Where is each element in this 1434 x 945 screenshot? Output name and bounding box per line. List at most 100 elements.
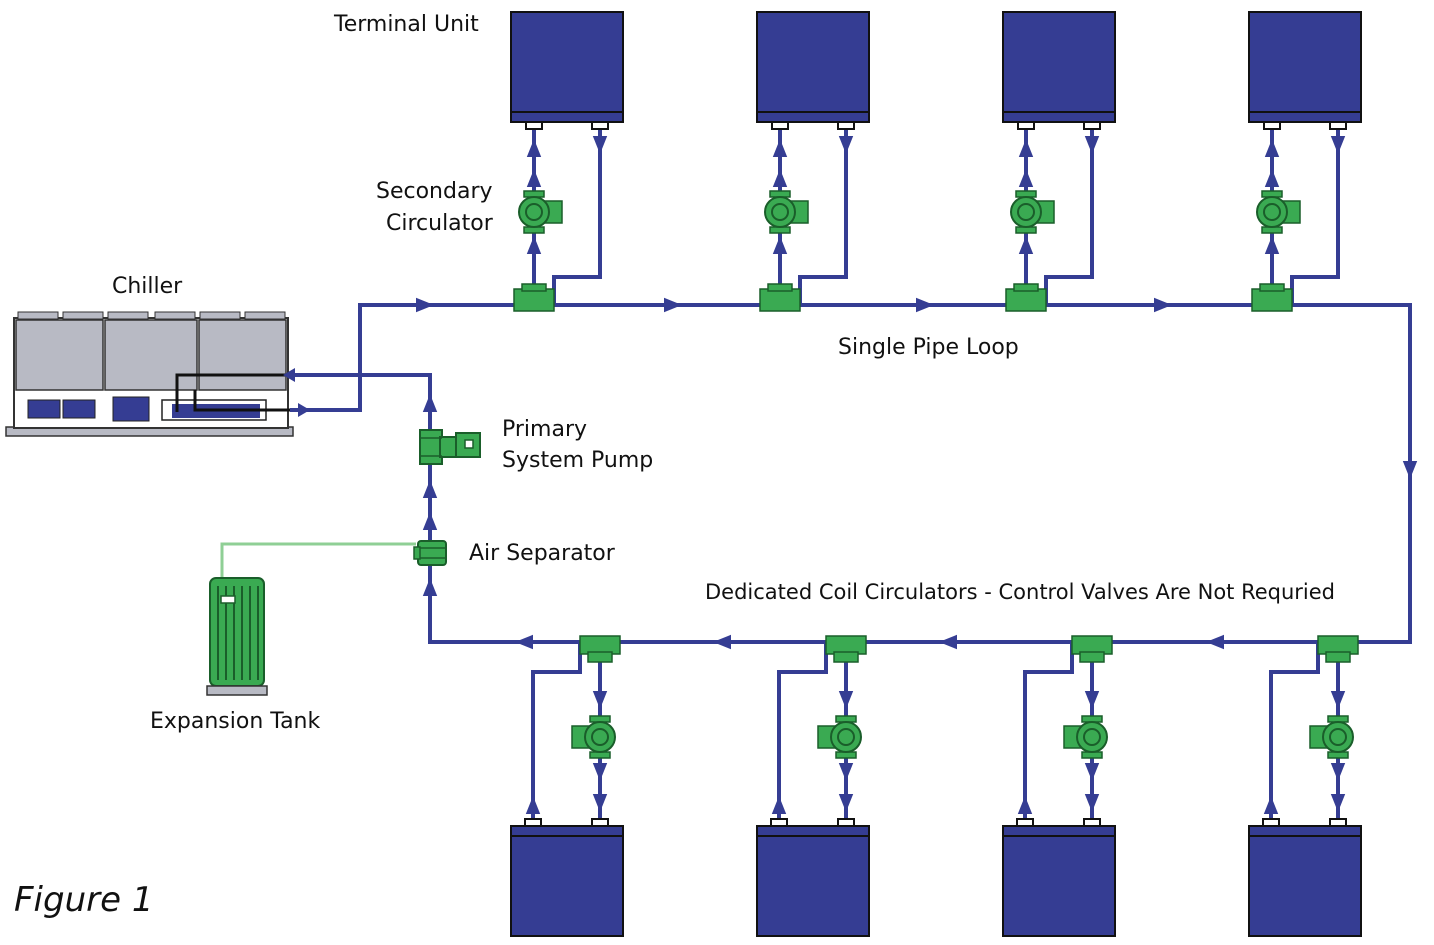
flow-arrow bbox=[939, 634, 957, 650]
flow-arrow bbox=[1264, 169, 1280, 187]
flow-arrow bbox=[1402, 461, 1418, 479]
flow-arrow bbox=[1264, 236, 1280, 254]
coil-port bbox=[1083, 818, 1101, 827]
tee-branch bbox=[833, 651, 859, 663]
flow-arrow bbox=[838, 691, 854, 709]
flow-arrow bbox=[526, 169, 542, 187]
figure-caption: Figure 1 bbox=[14, 880, 154, 920]
flow-arrow bbox=[1084, 763, 1100, 781]
circulator-impeller bbox=[525, 203, 543, 221]
tee-body bbox=[1005, 288, 1047, 312]
tee-fitting bbox=[759, 283, 801, 312]
flow-arrow bbox=[526, 139, 542, 157]
coil-port bbox=[1016, 818, 1034, 827]
tee-branch bbox=[1013, 283, 1039, 292]
terminal-unit bbox=[756, 11, 870, 123]
flow-arrow bbox=[592, 691, 608, 709]
flow-arrow bbox=[1330, 136, 1346, 154]
terminal-unit bbox=[1248, 825, 1362, 937]
flow-arrow bbox=[1018, 169, 1034, 187]
flow-arrow bbox=[422, 394, 438, 412]
flow-arrow bbox=[772, 139, 788, 157]
upper-branches bbox=[510, 11, 1362, 312]
tee-branch bbox=[587, 651, 613, 663]
coil-port bbox=[837, 121, 855, 130]
circulator-pump bbox=[1309, 715, 1354, 759]
coil-port bbox=[1017, 121, 1035, 130]
flow-arrow bbox=[1330, 691, 1346, 709]
coil-port bbox=[591, 818, 609, 827]
coil-port bbox=[771, 121, 789, 130]
tee-branch bbox=[767, 283, 793, 292]
flow-arrow bbox=[838, 794, 854, 812]
flow-arrow bbox=[1330, 763, 1346, 781]
coil-port bbox=[1262, 818, 1280, 827]
circulator-pump bbox=[817, 715, 862, 759]
flow-arrow bbox=[1017, 796, 1033, 814]
terminal-unit bbox=[756, 825, 870, 937]
terminal-unit bbox=[510, 825, 624, 937]
flow-arrow bbox=[772, 236, 788, 254]
tee-branch bbox=[1259, 283, 1285, 292]
flow-arrow bbox=[1330, 794, 1346, 812]
coil-port bbox=[1329, 818, 1347, 827]
flow-arrow bbox=[1018, 236, 1034, 254]
tee-branch bbox=[1325, 651, 1351, 663]
expansion-tank bbox=[206, 542, 416, 696]
return-pipe bbox=[1269, 642, 1320, 822]
flow-arrow bbox=[592, 763, 608, 781]
coil-port bbox=[524, 818, 542, 827]
flow-arrow bbox=[422, 480, 438, 498]
flow-arrow bbox=[838, 763, 854, 781]
tee-body bbox=[513, 288, 555, 312]
circulator-pump bbox=[1063, 715, 1108, 759]
coil-port bbox=[770, 818, 788, 827]
return-pipe bbox=[777, 642, 828, 822]
flow-arrow bbox=[1084, 794, 1100, 812]
air-separator-label: Air Separator bbox=[469, 541, 615, 566]
upper-terminal-branch bbox=[510, 11, 624, 312]
secondary-circulator-label-1: Secondary bbox=[376, 179, 493, 204]
single-pipe-loop-label: Single Pipe Loop bbox=[838, 335, 1019, 360]
circulator-pump bbox=[764, 190, 809, 234]
flow-arrow bbox=[416, 297, 434, 313]
upper-terminal-branch bbox=[1248, 11, 1362, 312]
return-pipe bbox=[531, 642, 582, 822]
coil-port bbox=[837, 818, 855, 827]
tee-branch bbox=[1079, 651, 1105, 663]
flow-arrow bbox=[515, 634, 533, 650]
terminal-unit bbox=[1002, 825, 1116, 937]
dedicated-circulators-label: Dedicated Coil Circulators - Control Val… bbox=[705, 580, 1336, 604]
circulator-pump bbox=[571, 715, 616, 759]
circulator-impeller bbox=[771, 203, 789, 221]
secondary-circulator-label-2: Circulator bbox=[386, 211, 493, 236]
flow-arrow bbox=[838, 136, 854, 154]
coil-port bbox=[1329, 121, 1347, 130]
flow-arrow bbox=[664, 297, 682, 313]
flow-arrow bbox=[592, 136, 608, 154]
tee-fitting bbox=[1317, 635, 1359, 663]
upper-terminal-branch bbox=[756, 11, 870, 312]
terminal-unit bbox=[510, 11, 624, 123]
flow-arrow bbox=[592, 794, 608, 812]
tee-fitting bbox=[825, 635, 867, 663]
flow-arrow bbox=[422, 512, 438, 530]
expansion-tank-label: Expansion Tank bbox=[150, 709, 321, 734]
flow-arrow bbox=[1264, 139, 1280, 157]
flow-arrow bbox=[1154, 297, 1172, 313]
lower-branches bbox=[510, 635, 1362, 937]
lower-terminal-branch bbox=[1248, 635, 1362, 937]
flow-arrow bbox=[771, 796, 787, 814]
circulator-impeller bbox=[1017, 203, 1035, 221]
chiller-label: Chiller bbox=[112, 274, 183, 299]
circulator-pump bbox=[1010, 190, 1055, 234]
terminal-unit-label: Terminal Unit bbox=[334, 12, 479, 37]
flow-arrow bbox=[422, 578, 438, 596]
upper-terminal-branch bbox=[1002, 11, 1116, 312]
tee-body bbox=[759, 288, 801, 312]
flow-arrows bbox=[416, 297, 1418, 650]
flow-arrow bbox=[525, 796, 541, 814]
circulator-impeller bbox=[1329, 728, 1347, 746]
tee-branch bbox=[521, 283, 547, 292]
